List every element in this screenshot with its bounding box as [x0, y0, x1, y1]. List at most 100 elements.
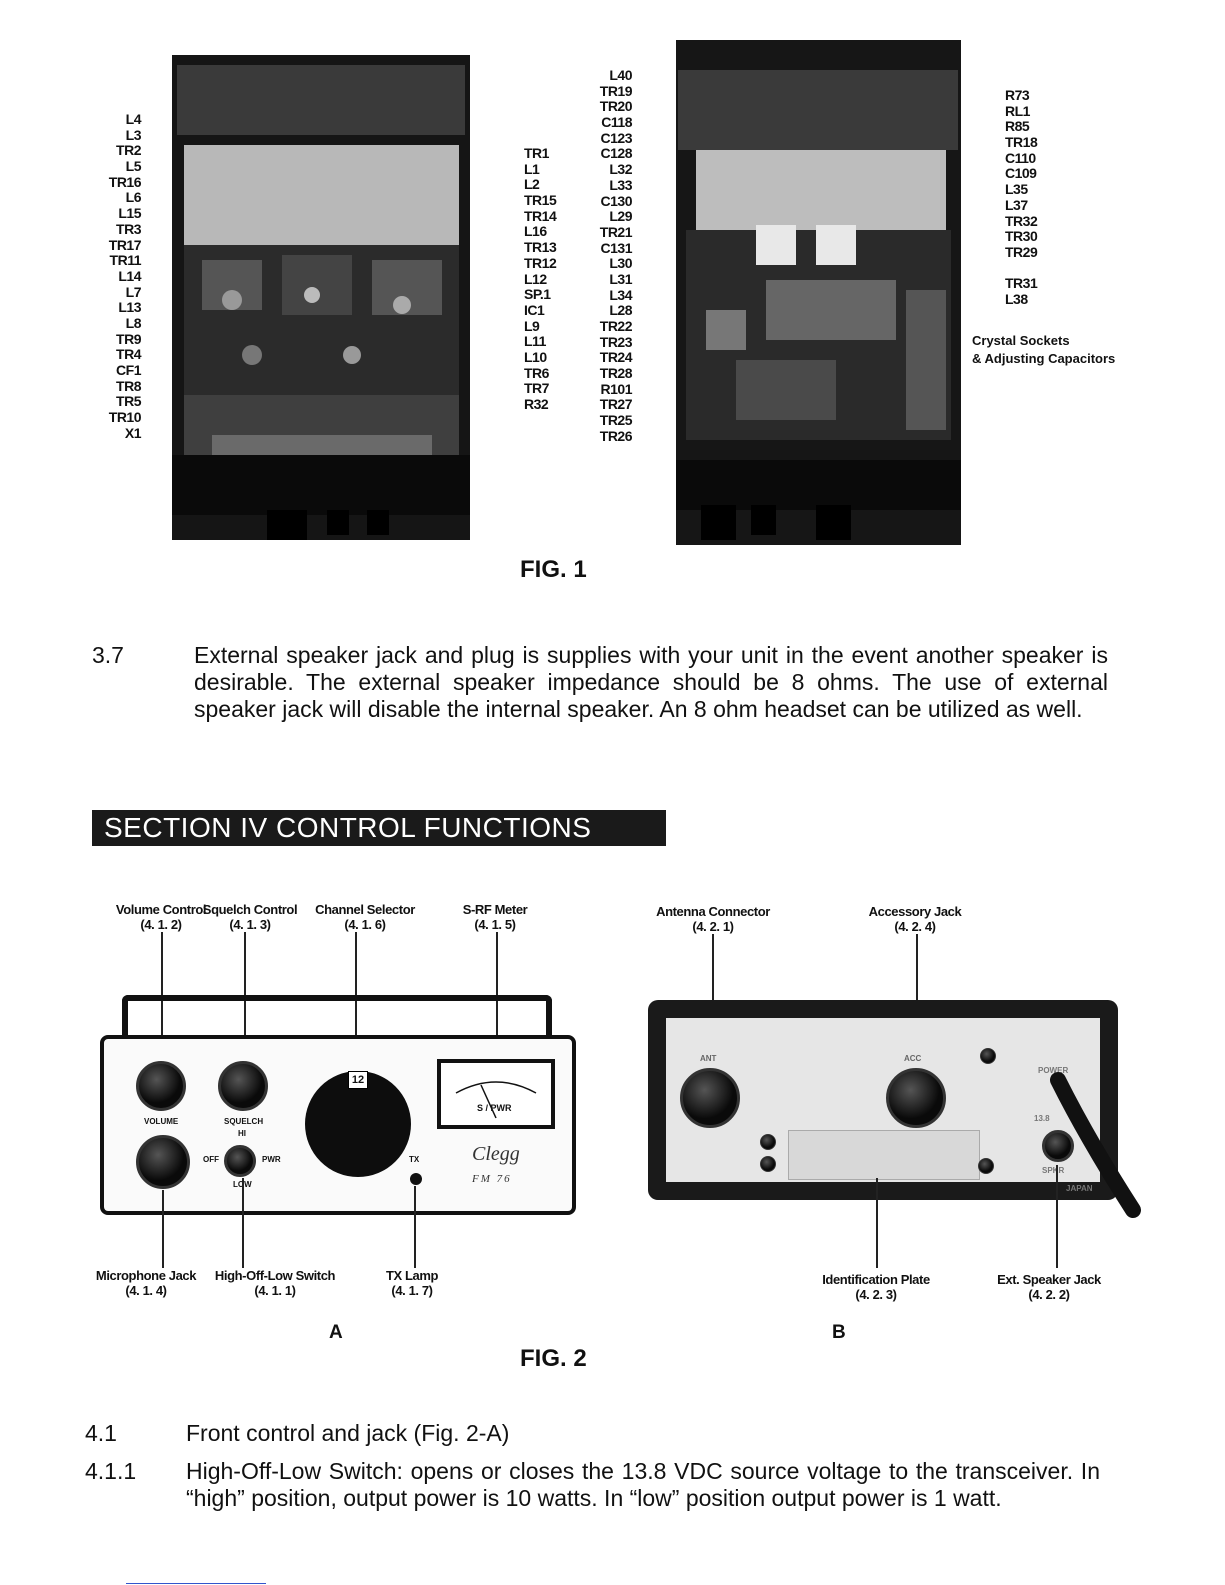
component-label: TR2 [116, 142, 141, 159]
component-label: TR13 [524, 239, 557, 256]
component-label: SP.1 [524, 286, 551, 303]
component-label: TR32 [1005, 212, 1038, 229]
component-label: L15 [118, 205, 141, 222]
spkr-label: SPKR [1042, 1166, 1065, 1175]
component-label: L33 [609, 176, 632, 193]
component-label: TR30 [1005, 228, 1038, 245]
accessory-jack-callout: Accessory Jack (4. 2. 4) [845, 904, 985, 934]
component-label: X1 [124, 424, 142, 441]
component-label: R32 [524, 396, 549, 412]
footnote-rule [126, 1583, 266, 1584]
leader-id-plate [876, 1178, 878, 1268]
component-label: TR1 [524, 145, 549, 161]
fig2-sub-a: A [329, 1322, 343, 1343]
ext-speaker-jack [1042, 1130, 1074, 1162]
component-label: TR9 [116, 330, 141, 347]
component-label: TR16 [108, 173, 142, 190]
component-label: TR6 [524, 364, 549, 381]
component-label: TR31 [1005, 275, 1038, 292]
rear-screw-1 [760, 1134, 776, 1150]
fig1-caption: FIG. 1 [520, 556, 587, 583]
ant-label: ANT [700, 1054, 717, 1063]
ext-speaker-jack-callout: Ext. Speaker Jack (4. 2. 2) [984, 1272, 1114, 1302]
callout-ref: (4. 1. 4) [125, 1283, 167, 1298]
antenna-connector-callout: Antenna Connector (4. 2. 1) [638, 904, 788, 934]
component-label: L16 [524, 223, 547, 240]
front-panel-illustration: VOLUME SQUELCH HI OFF PWR LOW 12 S / PWR… [100, 995, 576, 1217]
fig2-sub-b: B [832, 1322, 846, 1343]
component-label: L9 [524, 317, 540, 334]
channel-window: 12 [348, 1071, 368, 1089]
component-label: L35 [1005, 181, 1028, 198]
component-label: L28 [609, 302, 632, 319]
callout-ref: (4. 2. 3) [855, 1287, 897, 1302]
chassis-right-illustration [676, 70, 961, 540]
identification-plate [788, 1130, 980, 1180]
component-label: TR22 [599, 318, 633, 334]
callout-ref: (4. 1. 5) [474, 917, 516, 932]
callout-name: Accessory Jack [868, 904, 962, 919]
component-label: L7 [125, 283, 142, 300]
component-label: L38 [1005, 290, 1028, 307]
fig2-caption: FIG. 2 [520, 1345, 587, 1372]
component-label: L6 [125, 189, 142, 206]
carry-handle [122, 995, 552, 1041]
component-label: L32 [609, 161, 632, 178]
component-label: TR11 [109, 252, 142, 269]
component-label: R101 [600, 380, 633, 397]
component-label: TR18 [1005, 134, 1038, 151]
callout-name: TX Lamp [385, 1268, 439, 1283]
callout-ref: (4. 2. 2) [1028, 1287, 1070, 1302]
callout-name: Microphone Jack [95, 1268, 197, 1283]
component-label: TR23 [599, 333, 633, 350]
component-label: L10 [524, 348, 547, 365]
component-label: L29 [609, 208, 632, 225]
crystal-sockets-label: Crystal Sockets [972, 333, 1070, 348]
component-label: L34 [609, 286, 632, 303]
component-label: TR17 [108, 236, 142, 253]
callout-ref: (4. 2. 1) [692, 919, 734, 934]
component-label: L12 [524, 270, 547, 287]
callout-ref: (4. 2. 4) [894, 919, 936, 934]
component-label [1005, 261, 1055, 277]
component-label: TR19 [599, 82, 633, 99]
component-label: L13 [118, 299, 141, 316]
leader-switch [242, 1178, 244, 1268]
component-label: TR3 [116, 220, 141, 237]
section-title: SECTION IV CONTROL FUNCTIONS [92, 810, 666, 846]
component-label: CF1 [116, 362, 141, 378]
callout-name: Ext. Speaker Jack [997, 1272, 1101, 1287]
component-label: TR28 [599, 365, 633, 382]
antenna-connector [680, 1068, 740, 1128]
para-3-7-number: 3.7 [92, 642, 124, 668]
component-label: C123 [600, 129, 633, 146]
adjusting-capacitors-label: & Adjusting Capacitors [972, 351, 1116, 366]
callout-ref: (4. 1. 7) [391, 1283, 433, 1298]
component-label: TR29 [1005, 243, 1038, 260]
component-label: TR4 [116, 346, 141, 363]
component-label: L8 [125, 314, 142, 331]
volume-label: VOLUME [144, 1117, 179, 1126]
component-label: L14 [118, 267, 141, 284]
chassis-left-illustration [172, 65, 470, 540]
component-label: TR5 [116, 393, 141, 410]
power-cord [1050, 1072, 1141, 1218]
para-4-1-number: 4.1 [85, 1420, 117, 1446]
component-label: TR27 [599, 396, 633, 413]
component-label: L2 [524, 176, 540, 193]
accessory-jack [886, 1068, 946, 1128]
acc-label: ACC [904, 1054, 922, 1063]
component-label: L37 [1005, 196, 1028, 213]
tx-lamp [410, 1173, 422, 1185]
component-label: TR10 [108, 409, 142, 426]
callout-ref: (4. 1. 1) [254, 1283, 296, 1298]
component-label: L5 [125, 158, 142, 175]
hi-label: HI [238, 1129, 246, 1138]
callout-name: Antenna Connector [656, 904, 770, 919]
component-label: L30 [609, 255, 632, 272]
component-label: R73 [1005, 87, 1030, 103]
component-label: C110 [1005, 149, 1036, 166]
leader-ant [712, 934, 714, 1044]
